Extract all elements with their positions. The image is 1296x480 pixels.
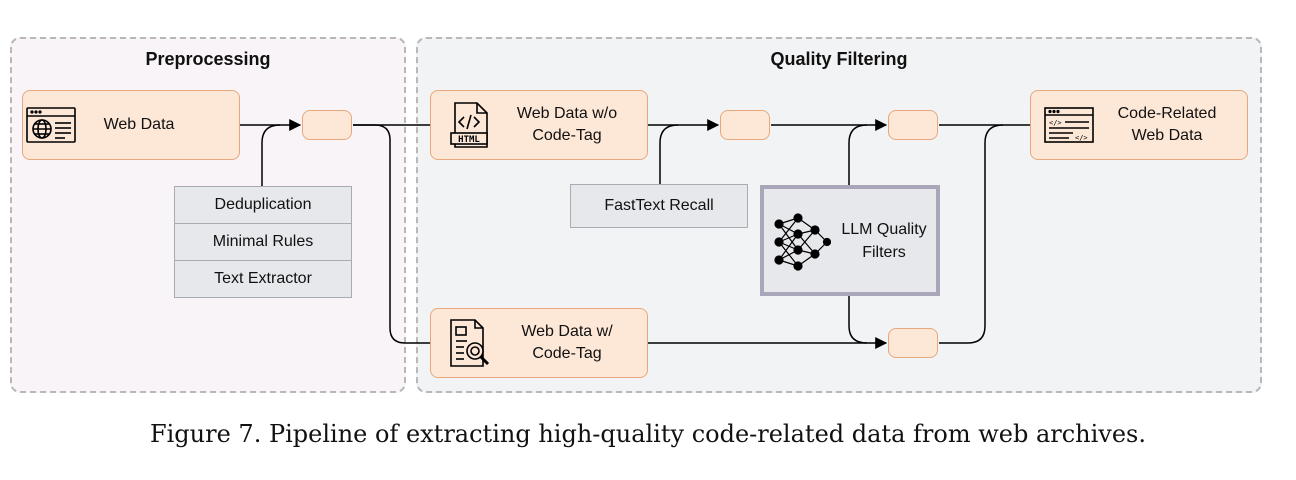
junction-llm-top	[888, 110, 938, 140]
edge-fasttext-feed	[659, 124, 679, 184]
neural-network-icon	[772, 209, 832, 273]
document-search-icon	[441, 319, 497, 367]
step-deduplication: Deduplication	[174, 186, 352, 224]
edge-llm-feed-down	[848, 296, 868, 344]
edge-j1-to-w	[353, 124, 430, 344]
step-minimal-rules: Minimal Rules	[174, 223, 352, 261]
junction-fasttext	[720, 110, 770, 140]
browser-globe-icon	[23, 102, 79, 148]
llm-quality-filters-label: LLM Quality Filters	[841, 220, 927, 261]
llm-quality-filters-box: LLM Quality Filters	[760, 185, 940, 296]
web-data-without-tag-node: HTML Web Data w/o Code-Tag	[430, 90, 648, 160]
preprocessing-title: Preprocessing	[145, 49, 271, 69]
edge-j4-to-code	[939, 124, 1004, 344]
web-data-with-tag-label: Web Data w/ Code-Tag	[521, 323, 613, 362]
code-window-icon: </> </>	[1041, 102, 1097, 148]
junction-llm-bottom	[888, 328, 938, 358]
step-text-extractor: Text Extractor	[174, 260, 352, 298]
svg-text:</>: </>	[1049, 119, 1062, 127]
svg-text:HTML: HTML	[458, 135, 480, 145]
junction-preprocessing	[302, 110, 352, 140]
web-data-without-tag-label: Web Data w/o Code-Tag	[516, 105, 618, 144]
quality-filtering-title: Quality Filtering	[770, 49, 908, 69]
edge-preprocessing-feed	[261, 124, 281, 186]
fasttext-recall-box: FastText Recall	[570, 184, 748, 228]
web-data-with-tag-node: Web Data w/ Code-Tag	[430, 308, 648, 378]
code-related-web-data-label: Code-Related Web Data	[1117, 105, 1217, 144]
figure-caption: Figure 7. Pipeline of extracting high-qu…	[149, 420, 1147, 448]
web-data-label: Web Data	[103, 116, 175, 133]
code-related-web-data-node: </> </> Code-Related Web Data	[1030, 90, 1248, 160]
svg-text:</>: </>	[1075, 134, 1088, 142]
html-file-icon: HTML	[441, 102, 497, 148]
web-data-node: Web Data	[22, 90, 240, 160]
edge-llm-feed-up	[848, 124, 868, 185]
